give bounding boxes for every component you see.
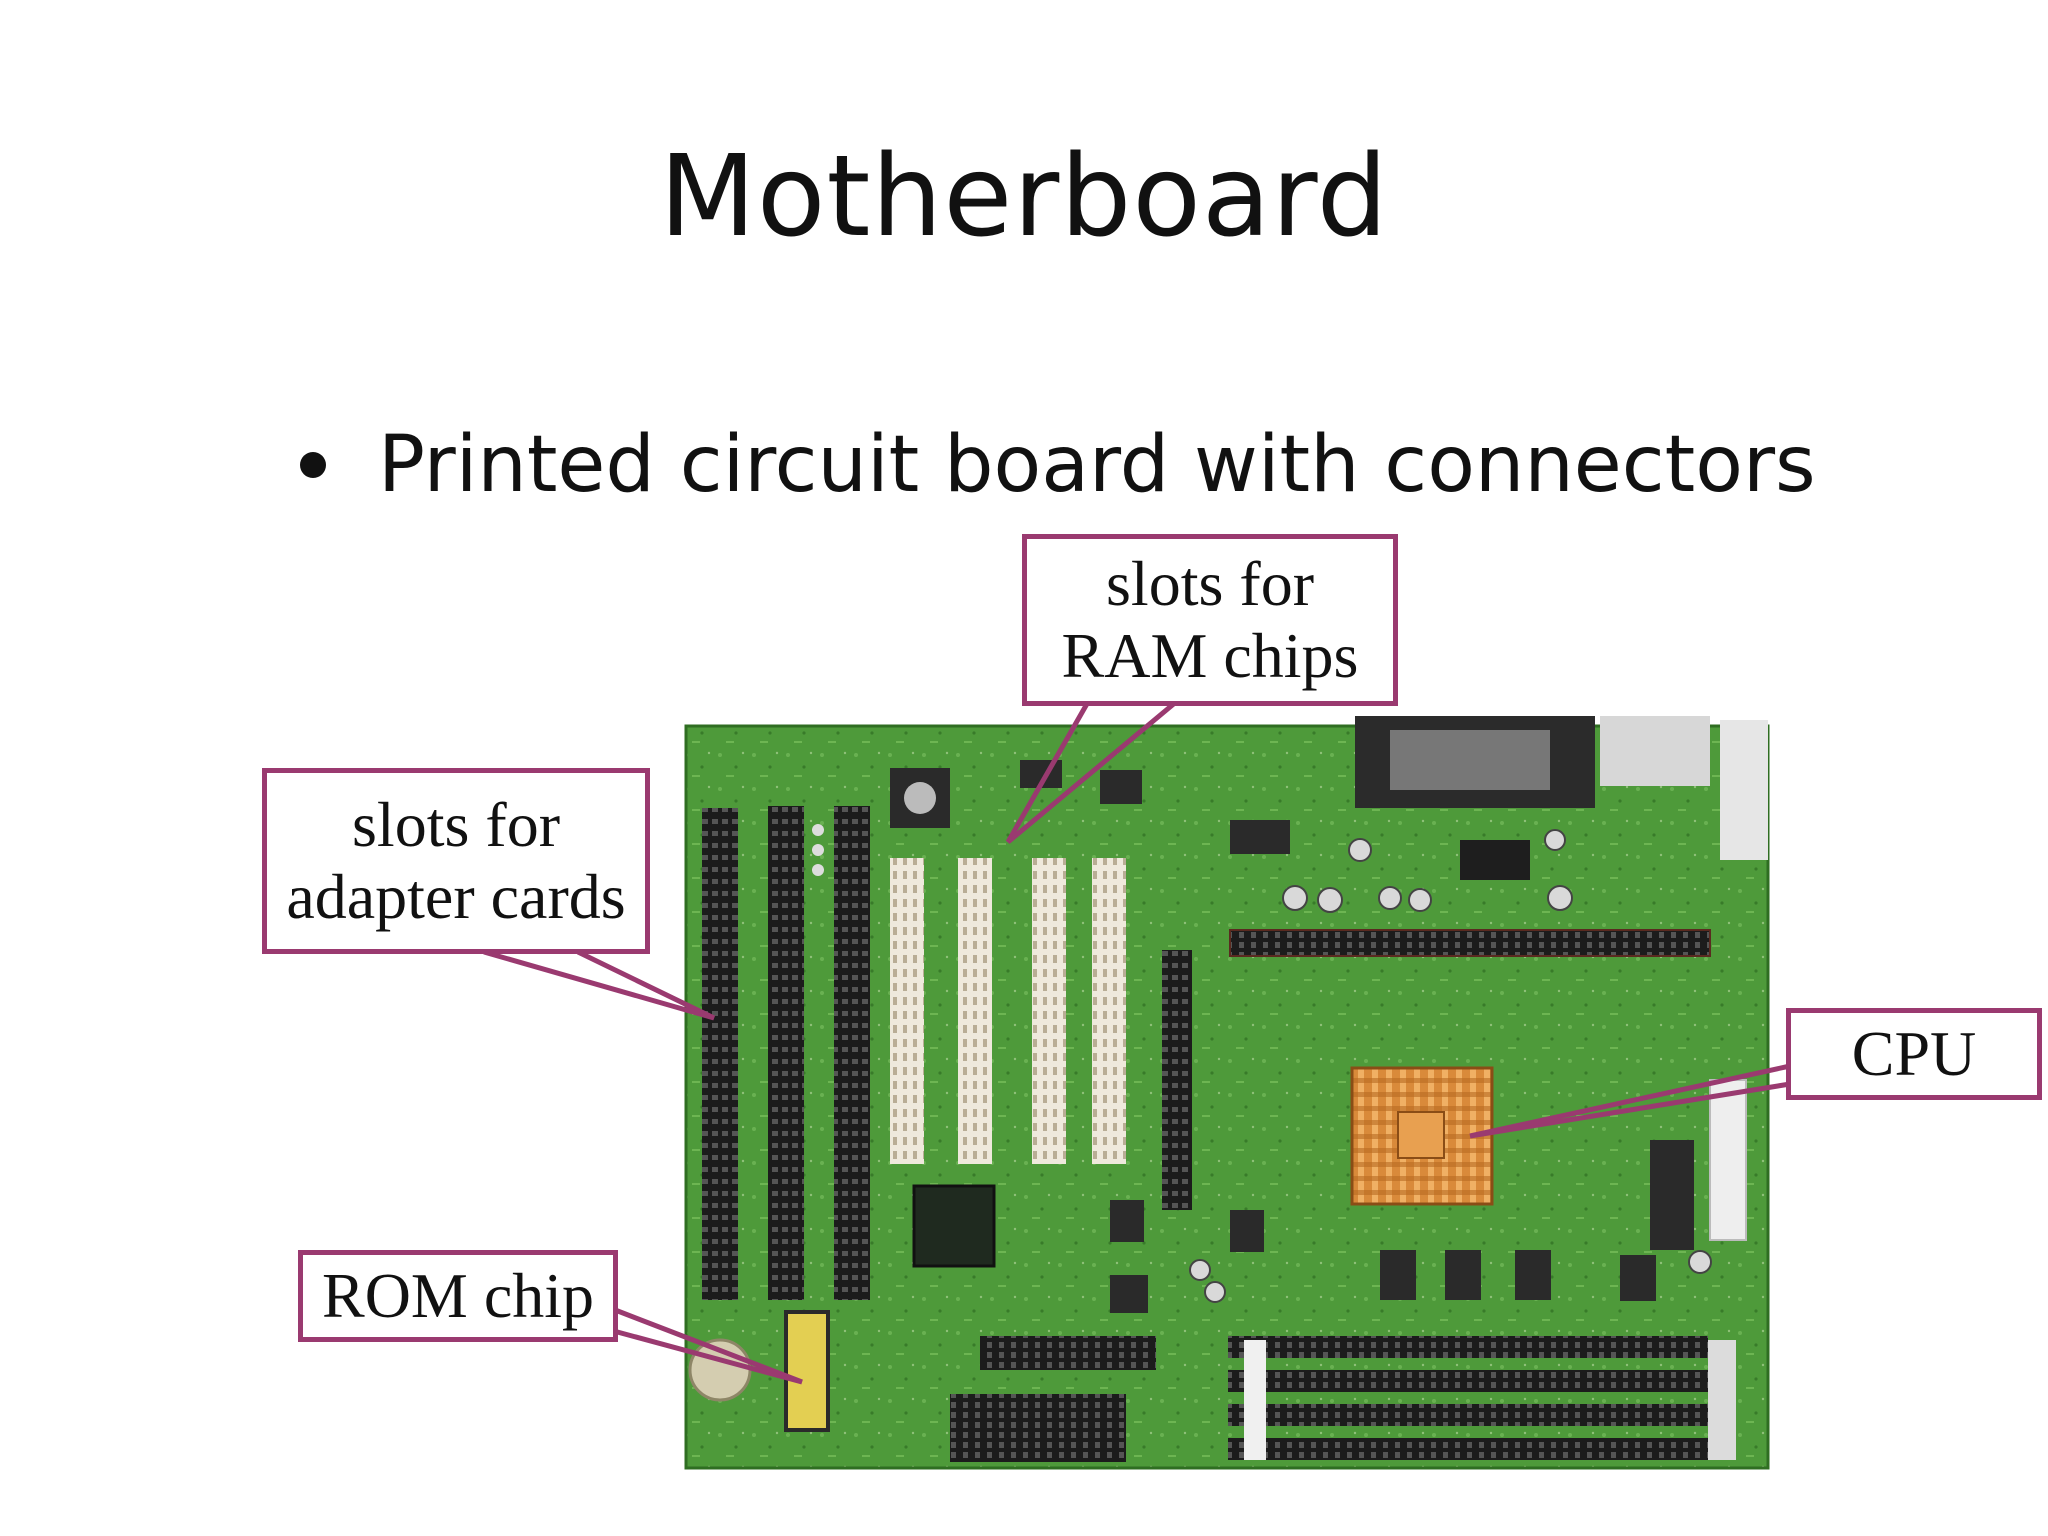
agp-slot (1162, 950, 1192, 1210)
rom-pointer (609, 1305, 803, 1385)
callout-ram-slots: slots for RAM chips (1022, 534, 1398, 706)
callout-adapter-line2: adapter cards (286, 861, 626, 932)
callout-adapter-line1: slots for (352, 789, 560, 861)
ram-pointer (1005, 700, 1178, 844)
pci-slot (1032, 858, 1066, 1164)
pci-slot (890, 858, 924, 1164)
ram-slots (1228, 1336, 1708, 1460)
callout-cpu-label: CPU (1851, 1018, 1977, 1090)
ide-connector (950, 1394, 1126, 1462)
bullet-text: Printed circuit board with connectors (378, 420, 1816, 510)
adapter-pointer (483, 949, 716, 1021)
callout-ram-line2: RAM chips (1061, 620, 1359, 691)
rom-chip (784, 1310, 830, 1432)
cpu-pointer (1469, 1063, 1791, 1139)
chipset (912, 1184, 996, 1268)
callout-rom-chip: ROM chip (298, 1250, 618, 1342)
pci-slot (958, 858, 992, 1164)
callout-rom-label: ROM chip (322, 1260, 594, 1332)
cpu-heatsink (1350, 1066, 1494, 1206)
isa-slot (834, 806, 870, 1300)
callout-cpu: CPU (1786, 1008, 2042, 1100)
isa-slot (702, 808, 738, 1300)
capacitors (1189, 829, 1712, 1303)
ide-connector (980, 1336, 1156, 1370)
callout-adapter-slots: slots for adapter cards (262, 768, 650, 954)
slide-title: Motherboard (659, 132, 1389, 262)
horizontal-slot (1230, 930, 1710, 956)
bullet-item: Printed circuit board with connectors (300, 410, 1816, 520)
pci-slot (1092, 858, 1126, 1164)
isa-slot (768, 806, 804, 1300)
callout-ram-line1: slots for (1106, 548, 1314, 620)
bullet-dot-icon (300, 452, 326, 478)
